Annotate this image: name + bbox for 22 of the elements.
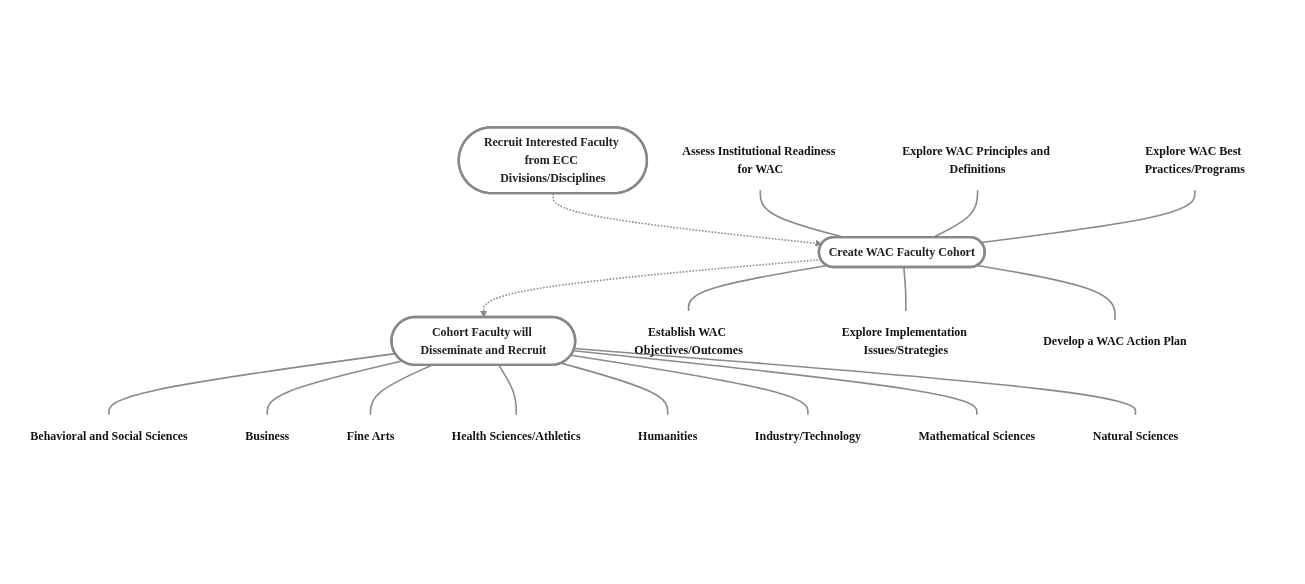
node-text: Behavioral and Social Sciences (30, 429, 188, 442)
node-text: Fine Arts (346, 429, 395, 442)
node-text: Natural Sciences (1092, 429, 1179, 442)
connector (369, 364, 433, 416)
connector (266, 360, 403, 416)
node-text: Explore WAC Principles and Definitions (902, 144, 1050, 176)
node-text: Industry/Technology (754, 429, 861, 442)
node-text: Explore Implementation Issues/Strategies (841, 325, 967, 357)
node-text: Assess Institutional Readiness for WAC (682, 144, 836, 176)
node-text: Develop a WAC Action Plan (1043, 334, 1187, 348)
connector (980, 189, 1196, 244)
node-text: Explore WAC Best Practices/Programs (1144, 144, 1245, 176)
connector (498, 364, 517, 416)
connector (560, 362, 669, 416)
node-text: Humanities (638, 429, 698, 442)
node-text: Business (245, 429, 290, 442)
node-text: Health Sciences/Athletics (451, 429, 581, 442)
connector (570, 354, 809, 416)
node-text: Establish WAC Objectives/Outcomes (634, 325, 743, 357)
connector (573, 347, 1137, 416)
connector (572, 349, 978, 416)
node-text: Mathematical Sciences (918, 429, 1036, 442)
